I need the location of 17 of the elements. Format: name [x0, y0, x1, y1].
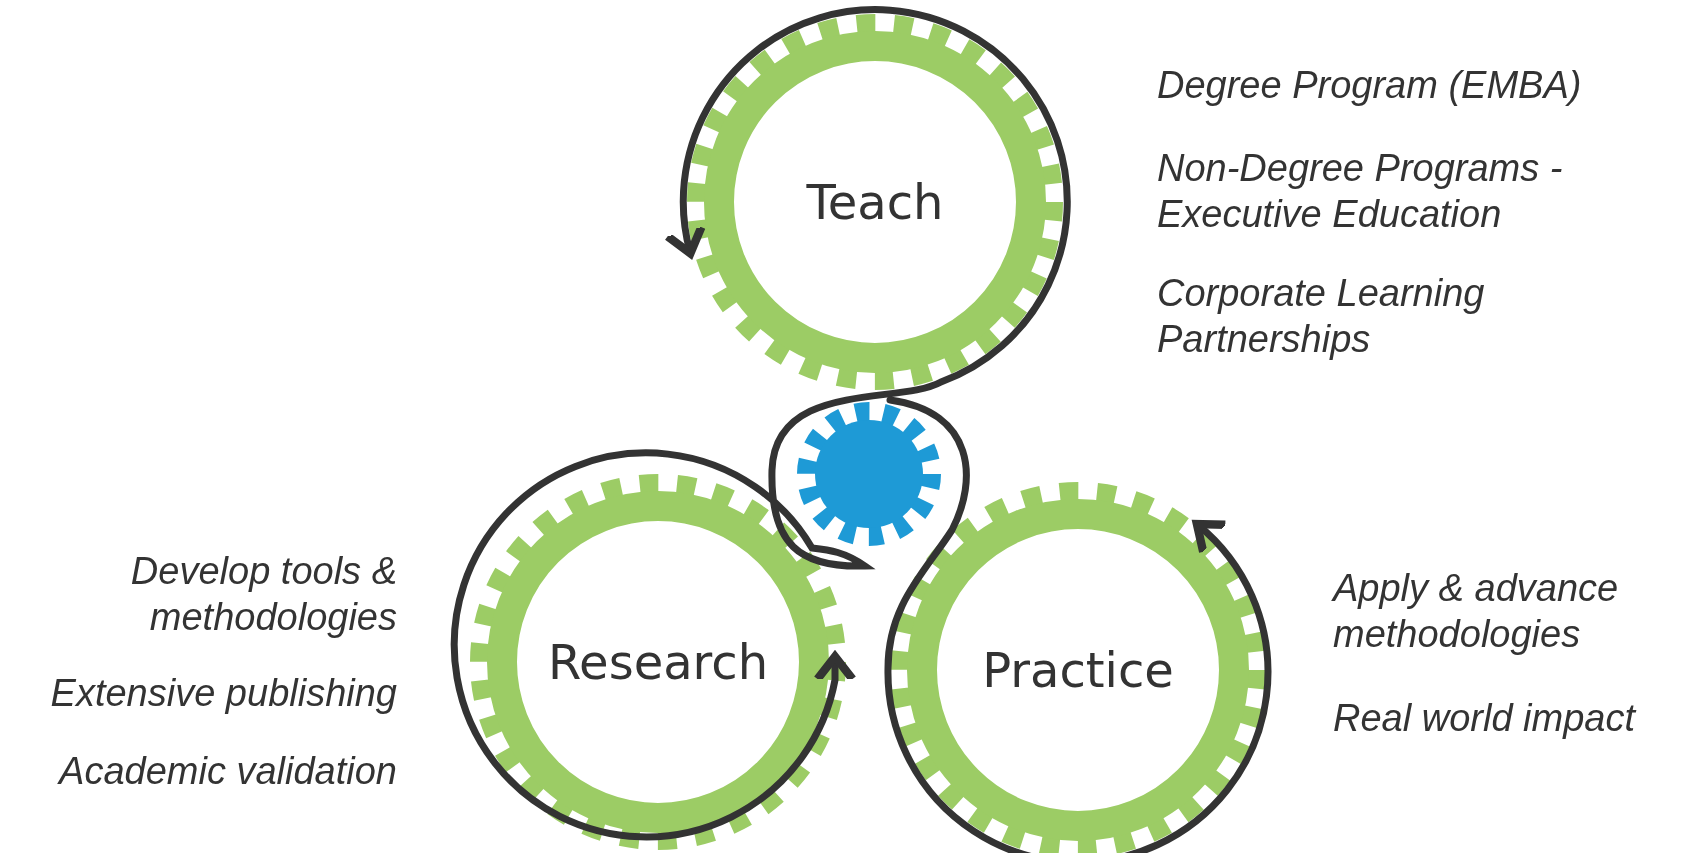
gear-shape	[890, 482, 1266, 853]
center-gear	[797, 402, 941, 546]
description-text: Apply & advance methodologies	[1333, 566, 1620, 657]
description-text: Non-Degree Programs - Executive Education	[1157, 146, 1564, 237]
gear-label: Practice	[982, 642, 1174, 698]
curved-arrow	[884, 396, 1272, 853]
gear-label: Research	[547, 634, 769, 690]
gear-shape	[687, 14, 1063, 390]
description-text: Corporate Learning Partnerships	[1157, 271, 1486, 362]
description-text: Develop tools & methodologies	[129, 549, 397, 640]
description-text: Academic validation	[59, 749, 397, 794]
gear-label: Teach	[806, 174, 944, 230]
curved-arrow	[450, 6, 1071, 841]
description-text: Degree Program (EMBA)	[1157, 63, 1582, 108]
description-text: Extensive publishing	[50, 671, 397, 716]
description-text: Real world impact	[1333, 696, 1635, 741]
gear-shape	[470, 474, 846, 850]
